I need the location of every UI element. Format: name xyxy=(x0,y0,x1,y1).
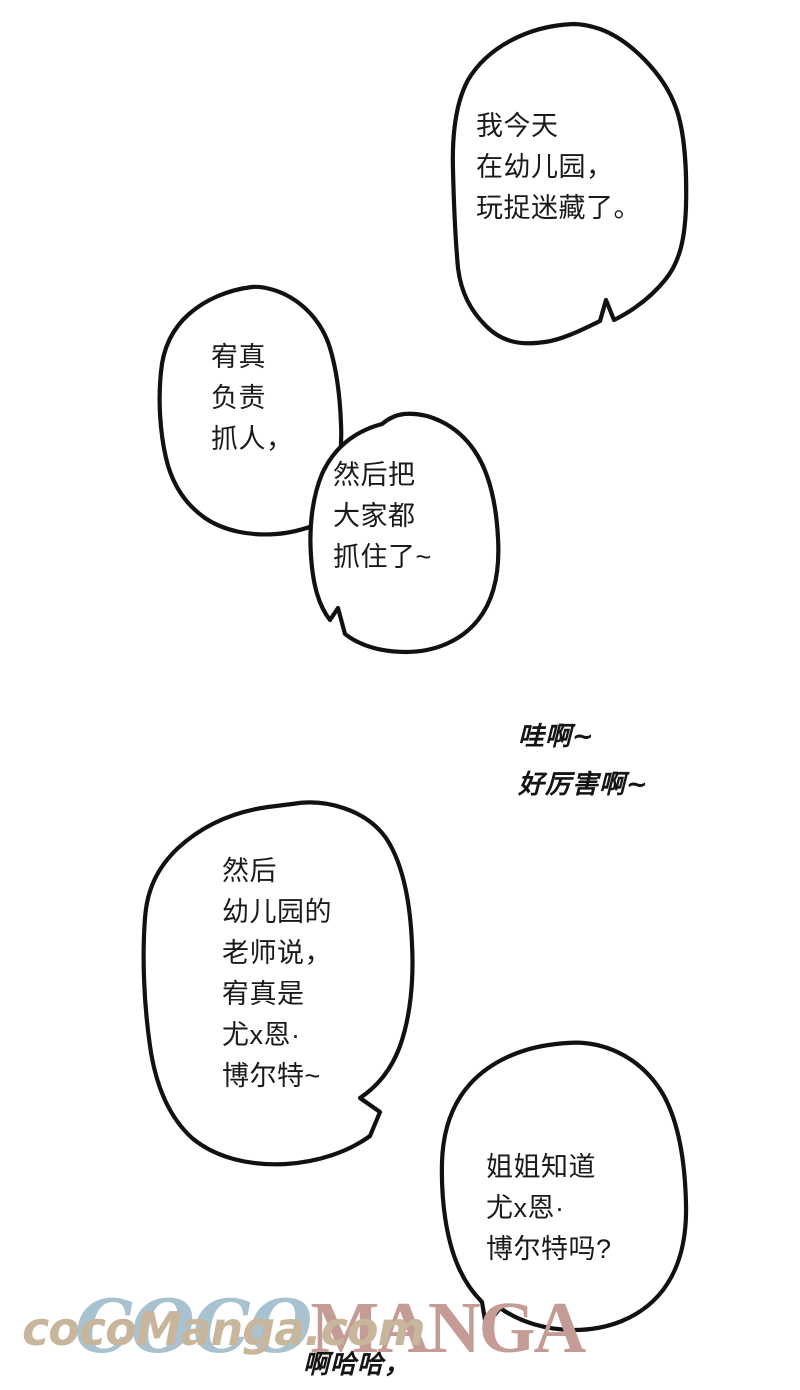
sfx-laugh-text: 啊哈哈， xyxy=(303,1350,412,1380)
watermark-coco-text: COCO xyxy=(75,1284,312,1370)
sfx-wow-text: 哇啊~ 好厉害啊~ xyxy=(518,722,649,800)
watermark-manga-text: MANGA xyxy=(310,1287,586,1368)
watermark-primary: COCOMANGA xyxy=(10,1218,586,1390)
bubble-4-text: 然后 幼儿园的 老师说， 宥真是 尤x恩· 博尔特~ xyxy=(222,856,332,1091)
bubble-2-text: 宥真 负责 抓人， xyxy=(211,342,294,454)
bubble-5-text: 姐姐知道 尤x恩· 博尔特吗? xyxy=(486,1152,612,1264)
bubble-1-text: 我今天 在幼儿园， 玩捉迷藏了。 xyxy=(476,111,641,223)
watermark-secondary: cocoManga.com xyxy=(22,1302,426,1356)
bubble-3-text: 然后把 大家都 抓住了~ xyxy=(333,460,432,572)
